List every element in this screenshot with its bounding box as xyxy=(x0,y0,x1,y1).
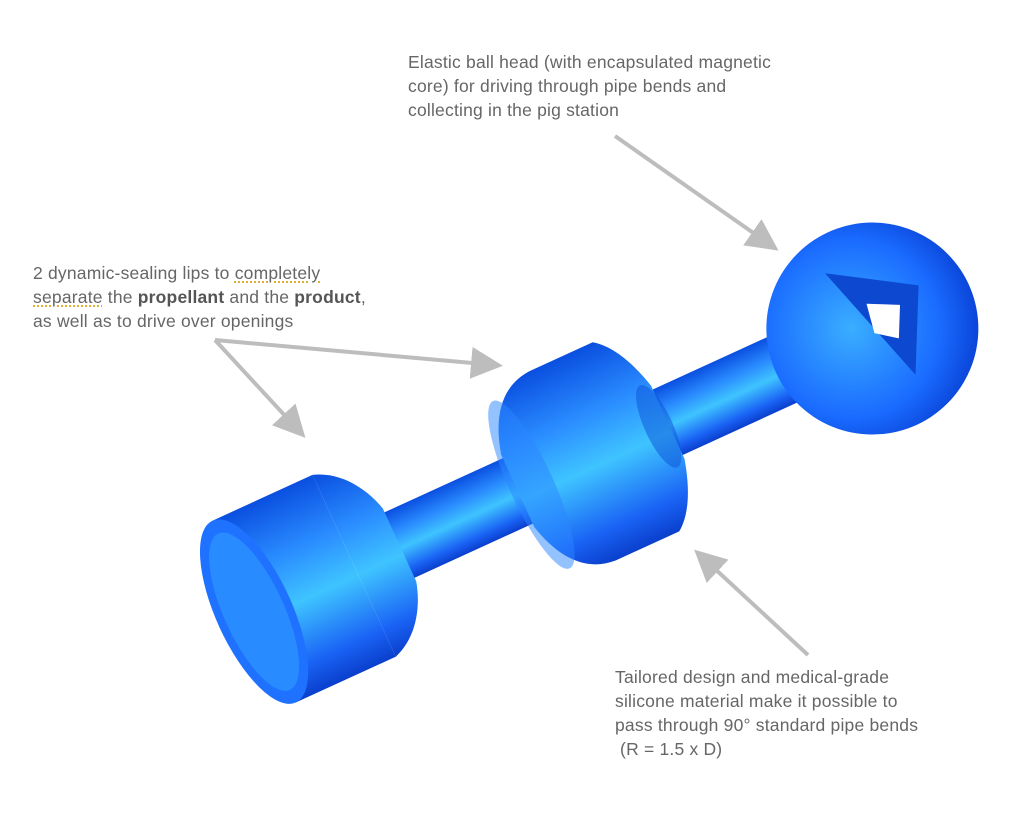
annotation-line: Elastic ball head (with encapsulated mag… xyxy=(408,52,772,72)
material-annotation: Tailored design and medical-grade silico… xyxy=(615,665,918,761)
ball-head xyxy=(766,222,979,435)
text: 2 dynamic-sealing lips to xyxy=(33,263,235,283)
ball-head-annotation: Elastic ball head (with encapsulated mag… xyxy=(408,50,771,122)
text: the xyxy=(102,287,138,307)
spellcheck-word: separate xyxy=(33,287,103,307)
annotation-line: 2 dynamic-sealing lips to completely xyxy=(33,261,366,285)
pipe-pig xyxy=(199,222,979,704)
spellcheck-word: completely xyxy=(234,263,321,283)
text: , xyxy=(360,287,366,307)
sealing-lips-annotation: 2 dynamic-sealing lips to completely sep… xyxy=(33,261,366,333)
bold-propellant: propellant xyxy=(137,287,225,307)
arrow-rear-lip xyxy=(213,338,306,438)
annotation-line: silicone material make it possible to xyxy=(615,691,898,711)
arrow-ball-head xyxy=(613,134,779,251)
annotation-line: (R = 1.5 x D) xyxy=(615,739,723,759)
arrow-front-lip xyxy=(214,338,503,379)
annotation-line: separate the propellant and the product, xyxy=(33,285,366,309)
annotation-line: pass through 90° standard pipe bends xyxy=(615,715,919,735)
annotation-line: collecting in the pig station xyxy=(408,100,620,120)
arrow-material xyxy=(694,549,810,657)
rear-sealing-lip xyxy=(199,474,418,704)
text: and the xyxy=(224,287,295,307)
annotation-line: Tailored design and medical-grade xyxy=(615,667,890,687)
annotation-line: as well as to drive over openings xyxy=(33,311,294,331)
bold-product: product xyxy=(294,287,361,307)
annotation-line: core) for driving through pipe bends and xyxy=(408,76,727,96)
front-sealing-lip xyxy=(488,342,688,569)
